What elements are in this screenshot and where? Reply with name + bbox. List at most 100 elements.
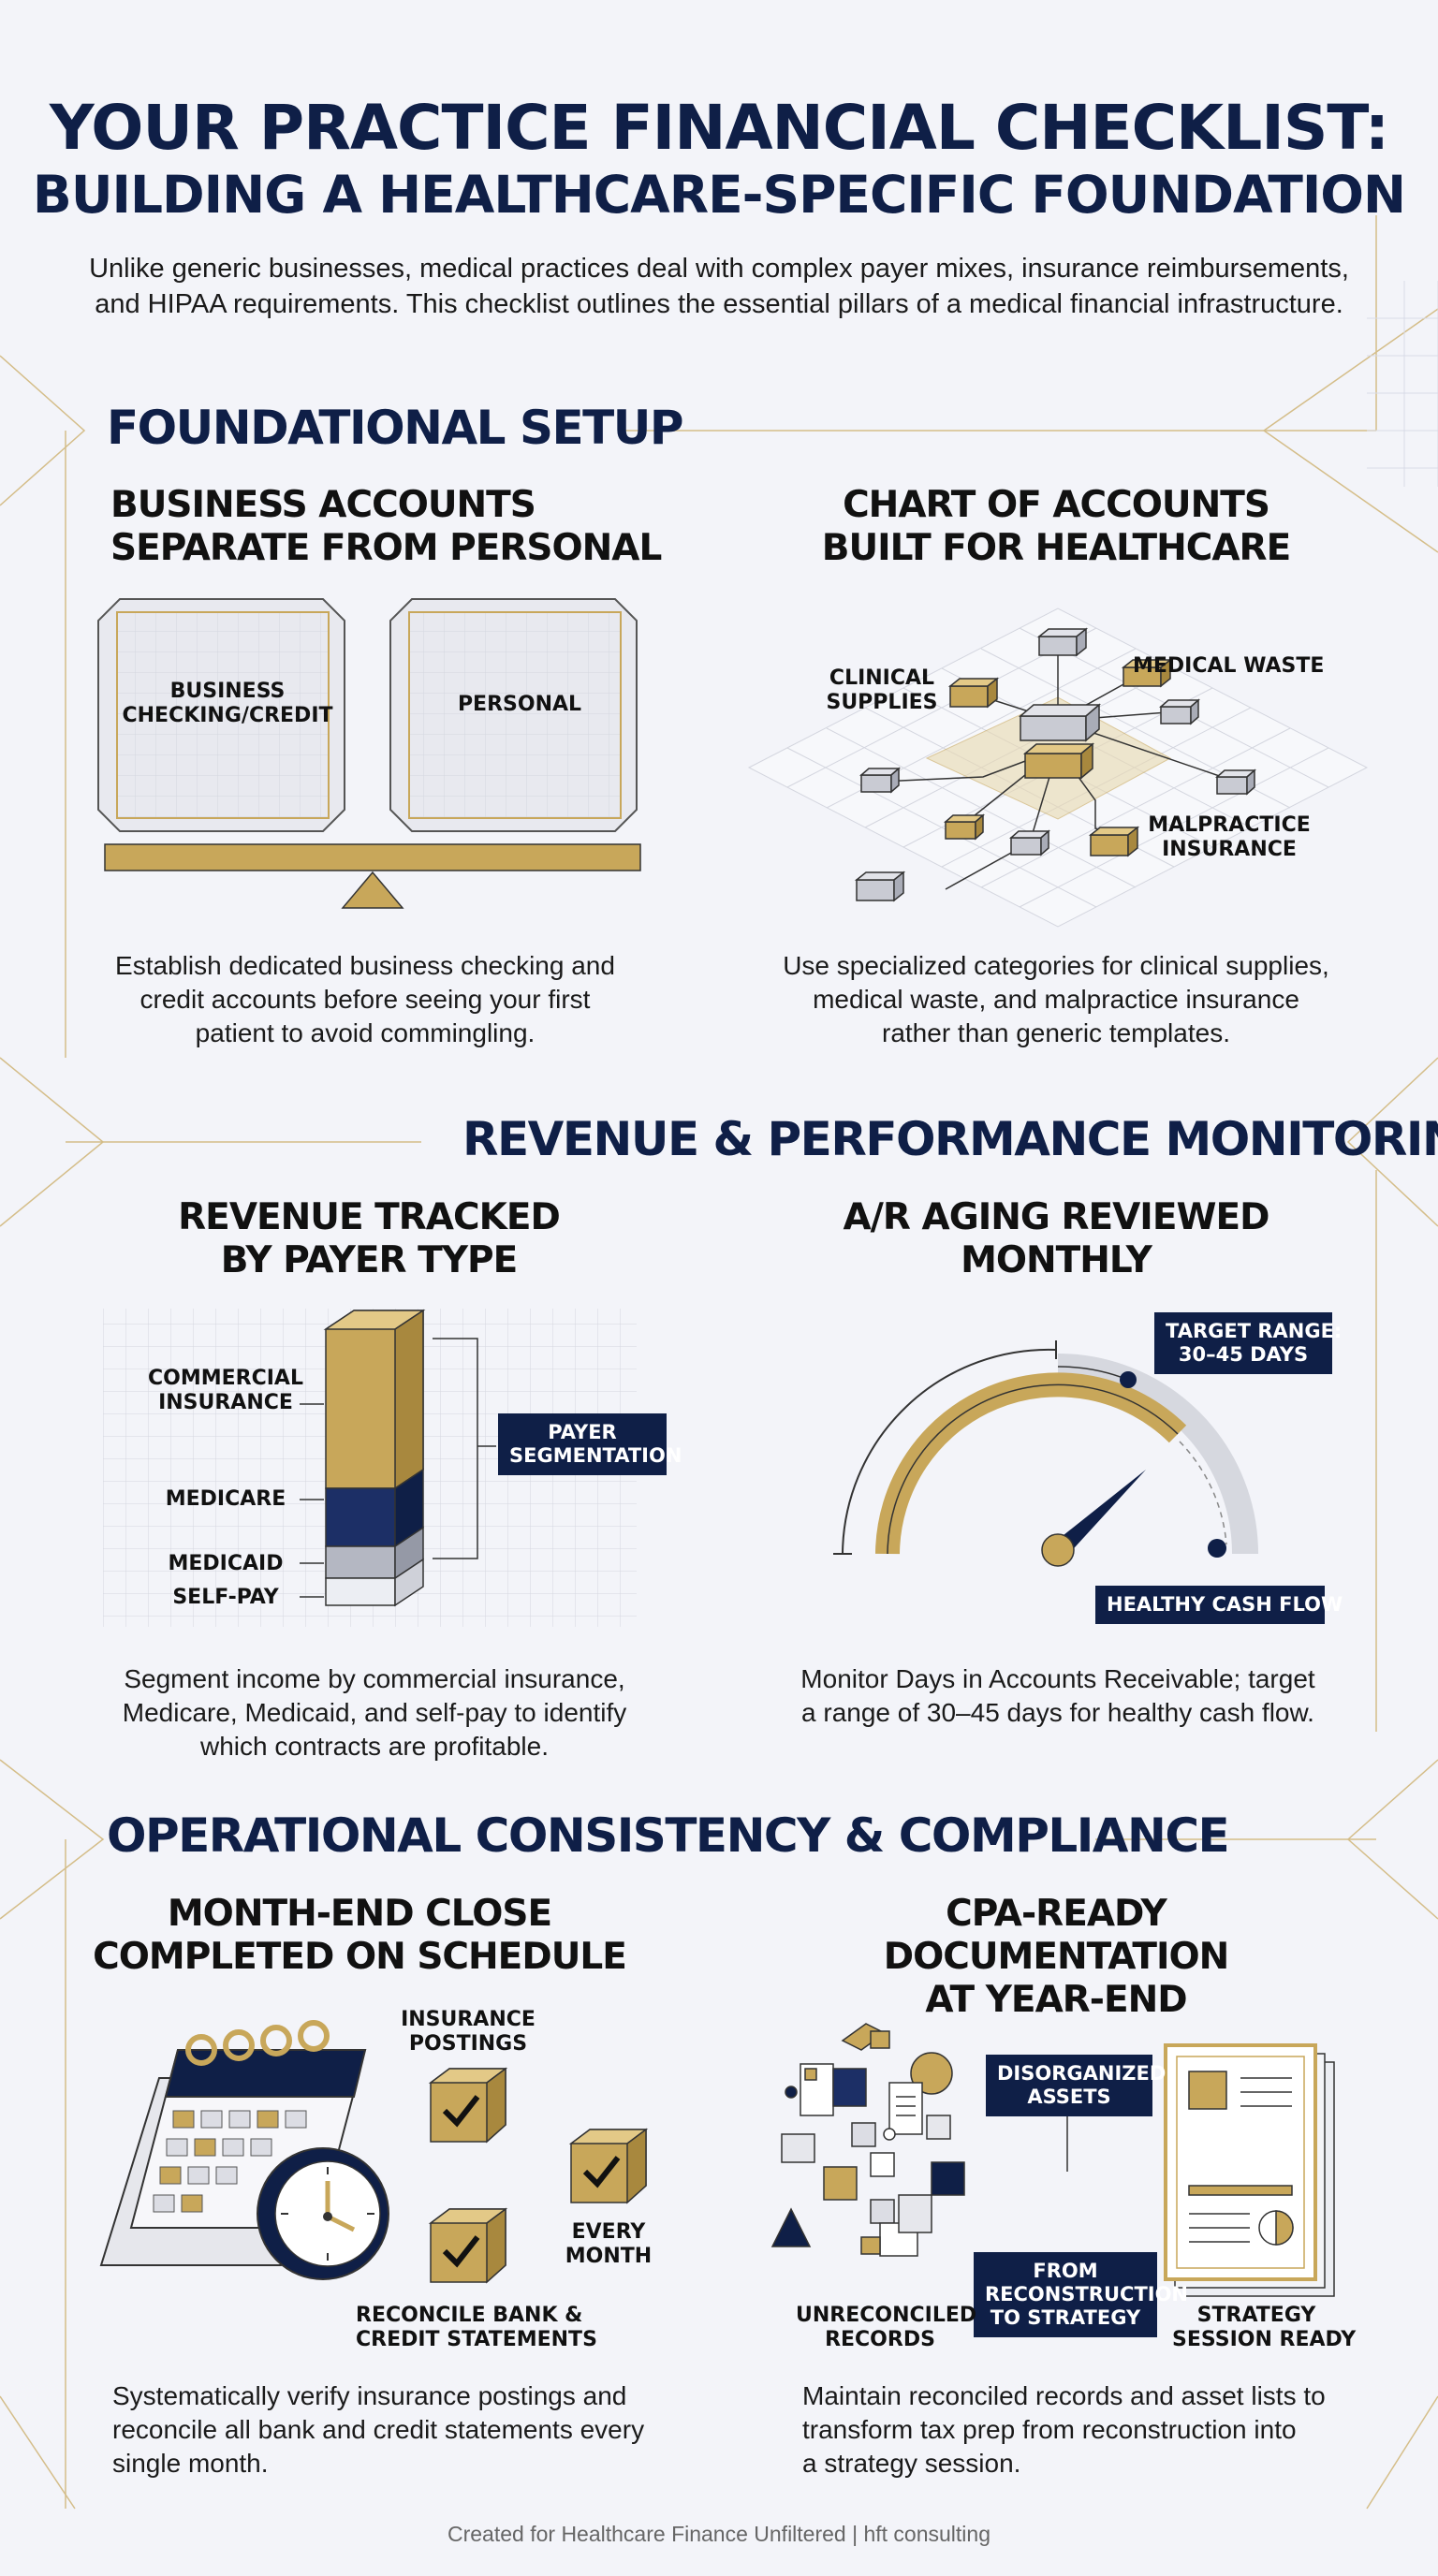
label-line: CHECKING/CREDIT xyxy=(122,704,333,727)
body-line: Medicare, Medicaid, and self-pay to iden… xyxy=(122,1698,627,1727)
section-heading-operational: OPERATIONAL CONSISTENCY & COMPLIANCE xyxy=(107,1808,1230,1863)
label-insurance-postings: INSURANCE POSTINGS xyxy=(393,2008,543,2056)
label-line: INSURANCE xyxy=(158,1391,293,1414)
tag-line: DISORGANIZED xyxy=(997,2062,1167,2085)
tag-line: 30–45 DAYS xyxy=(1178,1343,1309,1366)
label-line: COMMERCIAL xyxy=(148,1367,303,1390)
label-medicaid: MEDICAID xyxy=(168,1552,284,1575)
body-line: which contracts are profitable. xyxy=(200,1732,549,1761)
body-line: Maintain reconciled records and asset li… xyxy=(802,2381,1326,2410)
intro-line1: Unlike generic businesses, medical pract… xyxy=(89,254,1349,284)
tag-payer-segmentation: PAYER SEGMENTATION xyxy=(498,1413,682,1475)
body-line: a strategy session. xyxy=(802,2449,1021,2478)
tag-line: SEGMENTATION xyxy=(509,1444,682,1467)
card-title-line: BY PAYER TYPE xyxy=(220,1239,518,1281)
card-title-line: CPA-READY DOCUMENTATION xyxy=(883,1893,1230,1978)
page-title-line1: YOUR PRACTICE FINANCIAL CHECKLIST: xyxy=(49,92,1389,164)
label-self-pay: SELF-PAY xyxy=(172,1586,279,1609)
tag-line: TARGET RANGE: xyxy=(1166,1320,1343,1342)
body-line: transform tax prep from reconstruction i… xyxy=(802,2415,1297,2444)
card-title-month-end-close: MONTH-END CLOSE COMPLETED ON SCHEDULE xyxy=(79,1893,640,1979)
tag-healthy-cash-flow: HEALTHY CASH FLOW xyxy=(1095,1586,1343,1624)
checkbox-cube-icon xyxy=(428,2207,508,2284)
label-line: UNRECONCILED xyxy=(796,2304,977,2327)
card-title-line: MONTH-END CLOSE xyxy=(167,1893,552,1935)
label-commercial-insurance: COMMERCIAL INSURANCE xyxy=(146,1367,305,1415)
card-body-chart-of-accounts: Use specialized categories for clinical … xyxy=(749,949,1363,1050)
card-title-business-accounts: BUSINESS ACCOUNTS SEPARATE FROM PERSONAL xyxy=(110,484,662,570)
body-line: reconcile all bank and credit statements… xyxy=(112,2415,645,2444)
label-medical-waste: MEDICAL WASTE xyxy=(1133,654,1325,678)
tag-from-reconstruction: FROM RECONSTRUCTION TO STRATEGY xyxy=(974,2252,1189,2337)
card-title-ar-aging: A/R AGING REVIEWED MONTHLY xyxy=(775,1196,1337,1282)
document-icon xyxy=(1164,2043,1335,2297)
card-title-line: BUILT FOR HEALTHCARE xyxy=(821,527,1291,569)
label-line: SUPPLIES xyxy=(826,691,938,714)
calendar-icon xyxy=(99,2020,389,2280)
label-every-month: EVERY MONTH xyxy=(552,2220,665,2269)
label-medicare: MEDICARE xyxy=(165,1487,286,1511)
checkbox-cube-icon xyxy=(568,2128,649,2204)
label-line: MALPRACTICE xyxy=(1148,813,1311,837)
section-heading-foundational: FOUNDATIONAL SETUP xyxy=(107,401,683,455)
body-line: rather than generic templates. xyxy=(882,1018,1230,1047)
body-line: Systematically verify insurance postings… xyxy=(112,2381,627,2410)
tag-line: TO STRATEGY xyxy=(990,2306,1141,2329)
label-business-checking: BUSINESS CHECKING/CREDIT xyxy=(117,680,338,728)
checkbox-cube-icon xyxy=(428,2067,508,2144)
scattered-assets-icon xyxy=(770,2023,1068,2257)
label-malpractice-insurance: MALPRACTICE INSURANCE xyxy=(1140,813,1318,862)
tag-target-range: TARGET RANGE: 30–45 DAYS xyxy=(1154,1312,1343,1374)
body-line: Monitor Days in Accounts Receivable; tar… xyxy=(800,1664,1315,1693)
tag-line: ASSETS xyxy=(1027,2086,1111,2108)
intro-line2: and HIPAA requirements. This checklist o… xyxy=(95,289,1343,319)
label-line: POSTINGS xyxy=(408,2032,528,2056)
gauge-icon xyxy=(833,1340,1258,1567)
label-line: INSURANCE xyxy=(1162,838,1297,861)
body-line: Segment income by commercial insurance, xyxy=(124,1664,625,1693)
label-line: EVERY xyxy=(571,2220,646,2244)
card-body-business-accounts: Establish dedicated business checking an… xyxy=(84,949,646,1050)
label-line: MONTH xyxy=(565,2245,653,2268)
label-personal: PERSONAL xyxy=(457,693,582,716)
label-line: CLINICAL xyxy=(829,666,935,690)
tag-disorganized-assets: DISORGANIZED ASSETS xyxy=(986,2055,1167,2116)
body-line: a range of 30–45 days for healthy cash f… xyxy=(801,1698,1314,1727)
card-title-line: CHART OF ACCOUNTS xyxy=(843,484,1270,526)
card-title-line: AT YEAR-END xyxy=(925,1979,1187,2021)
isometric-network-icon xyxy=(747,607,1369,928)
card-title-revenue-by-payer: REVENUE TRACKED BY PAYER TYPE xyxy=(88,1196,650,1282)
body-line: Use specialized categories for clinical … xyxy=(783,951,1329,980)
scale-icon xyxy=(97,598,641,909)
label-line: BUSINESS xyxy=(169,680,286,703)
label-line: SESSION READY xyxy=(1172,2328,1357,2351)
label-line: INSURANCE xyxy=(401,2008,536,2031)
label-reconcile-statements: RECONCILE BANK & CREDIT STATEMENTS xyxy=(356,2304,597,2352)
tag-line: RECONSTRUCTION xyxy=(985,2283,1189,2305)
body-line: medical waste, and malpractice insurance xyxy=(813,985,1299,1014)
card-title-chart-of-accounts: CHART OF ACCOUNTS BUILT FOR HEALTHCARE xyxy=(775,484,1337,570)
label-clinical-supplies: CLINICAL SUPPLIES xyxy=(826,666,938,715)
card-title-line: BUSINESS ACCOUNTS xyxy=(110,484,536,526)
label-strategy-session-ready: STRATEGY SESSION READY xyxy=(1172,2304,1357,2352)
label-line: STRATEGY xyxy=(1196,2304,1316,2327)
label-line: CREDIT STATEMENTS xyxy=(356,2328,597,2351)
card-body-ar-aging: Monitor Days in Accounts Receivable; tar… xyxy=(768,1662,1348,1730)
card-title-cpa-ready: CPA-READY DOCUMENTATION AT YEAR-END xyxy=(775,1893,1337,2022)
card-title-line: A/R AGING REVIEWED xyxy=(843,1196,1269,1238)
label-unreconciled-records: UNRECONCILED RECORDS xyxy=(796,2304,977,2352)
card-body-revenue-by-payer: Segment income by commercial insurance, … xyxy=(84,1662,665,1764)
card-body-month-end-close: Systematically verify insurance postings… xyxy=(112,2379,712,2481)
tag-line: FROM xyxy=(1033,2260,1098,2282)
tag-line: PAYER xyxy=(548,1421,617,1443)
card-body-cpa-ready: Maintain reconciled records and asset li… xyxy=(802,2379,1364,2481)
card-title-line: SEPARATE FROM PERSONAL xyxy=(110,527,662,569)
body-line: Establish dedicated business checking an… xyxy=(115,951,615,980)
footer-credit: Created for Healthcare Finance Unfiltere… xyxy=(448,2522,990,2546)
body-line: credit accounts before seeing your first xyxy=(139,985,591,1014)
card-title-line: REVENUE TRACKED xyxy=(178,1196,561,1238)
label-line: RECONCILE BANK & xyxy=(356,2304,583,2327)
section-heading-revenue: REVENUE & PERFORMANCE MONITORING xyxy=(462,1112,1438,1166)
body-line: single month. xyxy=(112,2449,269,2478)
